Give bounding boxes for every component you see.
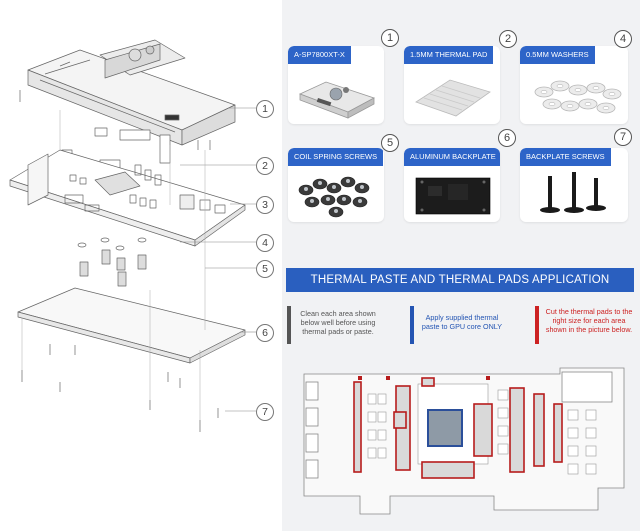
application-banner: THERMAL PASTE AND THERMAL PADS APPLICATI… bbox=[286, 268, 634, 292]
part-number-6: 6 bbox=[498, 129, 516, 147]
part-card-washers: 0.5MM WASHERS bbox=[520, 46, 628, 124]
pcb-application-diagram bbox=[303, 367, 625, 515]
callout-6: 6 bbox=[256, 324, 274, 342]
part-number-1: 1 bbox=[381, 29, 399, 47]
backplate-drawing bbox=[17, 287, 246, 364]
spring-screws-icon bbox=[298, 176, 370, 218]
part-card-spring-screws: COIL SPRING SCREWS bbox=[288, 148, 384, 222]
callout-1: 1 bbox=[256, 100, 274, 118]
part-label: ALUMINUM BACKPLATE bbox=[404, 148, 500, 166]
waterblock-icon bbox=[298, 81, 376, 119]
callout-5: 5 bbox=[256, 260, 274, 278]
step-3-bar bbox=[535, 306, 539, 344]
step-3-text: Cut the thermal pads to the right size f… bbox=[545, 307, 633, 334]
backplate-screws-drawing bbox=[21, 344, 219, 432]
screws-drawing bbox=[77, 237, 147, 287]
part-number-2: 2 bbox=[499, 30, 517, 48]
callout-7: 7 bbox=[256, 403, 274, 421]
step-2-bar bbox=[410, 306, 414, 344]
waterblock-drawing bbox=[19, 39, 236, 150]
part-number-7: 7 bbox=[614, 128, 632, 146]
part-number-4: 4 bbox=[614, 30, 632, 48]
part-card-backplate-screws: BACKPLATE SCREWS bbox=[520, 148, 628, 222]
step-1-text: Clean each area shown below well before … bbox=[300, 309, 376, 336]
part-label: 1.5MM THERMAL PAD bbox=[404, 46, 494, 64]
step-2-text: Apply supplied thermal paste to GPU core… bbox=[421, 313, 503, 331]
part-label: A-SP7800XT-X bbox=[288, 46, 351, 64]
part-label: COIL SPRING SCREWS bbox=[288, 148, 384, 166]
part-label: 0.5MM WASHERS bbox=[520, 46, 595, 64]
part-card-waterblock: A-SP7800XT-X bbox=[288, 46, 384, 124]
callout-2: 2 bbox=[256, 157, 274, 175]
part-card-backplate: ALUMINUM BACKPLATE bbox=[404, 148, 500, 222]
step-1-bar bbox=[287, 306, 291, 344]
part-label: BACKPLATE SCREWS bbox=[520, 148, 611, 166]
backplate-icon bbox=[415, 177, 491, 215]
leader-lines bbox=[180, 107, 256, 412]
callout-3: 3 bbox=[256, 196, 274, 214]
thermal-pad-icon bbox=[415, 79, 491, 117]
washers-icon bbox=[534, 80, 622, 114]
part-card-thermal-pad: 1.5MM THERMAL PAD bbox=[404, 46, 500, 124]
pcb-drawing bbox=[9, 149, 246, 247]
callout-4: 4 bbox=[256, 234, 274, 252]
part-number-5: 5 bbox=[381, 134, 399, 152]
backplate-screws-icon bbox=[540, 172, 606, 213]
exploded-view-diagram bbox=[9, 39, 256, 432]
